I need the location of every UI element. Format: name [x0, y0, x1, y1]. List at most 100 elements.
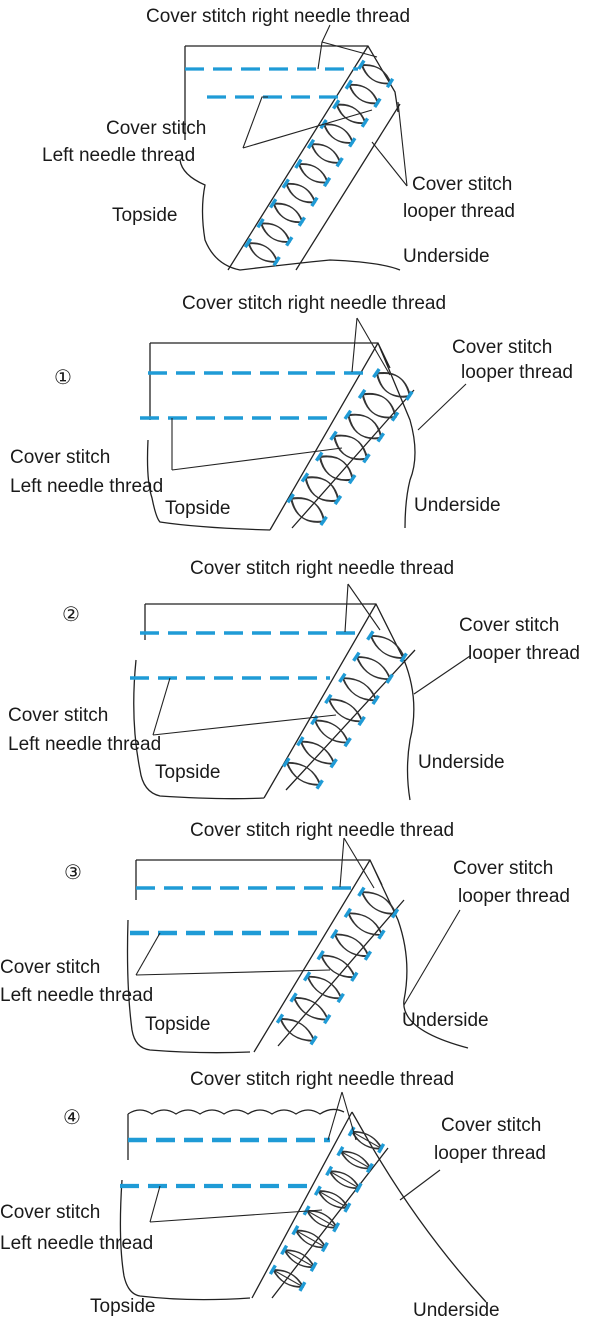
needle-stitch [272, 256, 281, 267]
needle-stitch [357, 388, 367, 400]
needle-stitch [335, 157, 344, 168]
needle-stitch [366, 630, 375, 641]
looper-loop [307, 976, 343, 1000]
needle-stitch [357, 886, 366, 897]
label-left-needle-2: Left needle thread [42, 145, 195, 166]
needle-stitch [296, 736, 305, 747]
label-topside: Topside [155, 762, 221, 783]
label-right-needle: Cover stitch right needle thread [190, 1069, 454, 1090]
needle-stitch [352, 651, 361, 662]
needle-stitch [268, 1264, 277, 1275]
needle-stitch [294, 158, 303, 169]
panel-number: ④ [63, 1107, 81, 1129]
needle-stitch [377, 1143, 386, 1154]
leader-right-needle-2 [347, 583, 381, 631]
label-left-needle-2: Left needle thread [0, 985, 153, 1006]
needle-stitch [297, 216, 306, 227]
needle-stitch [291, 1225, 300, 1236]
leader-looper [397, 101, 408, 187]
leader-right-needle-2 [356, 317, 391, 376]
panel-number: ① [54, 367, 72, 389]
leader-looper [403, 909, 461, 1006]
label-left-needle-2: Left needle thread [10, 476, 163, 497]
needle-stitch [300, 472, 310, 483]
label-underside: Underside [414, 495, 501, 516]
leader-looper [399, 1169, 441, 1201]
leader-right-needle [351, 317, 358, 373]
label-topside: Topside [165, 498, 231, 519]
needle-stitch [332, 1222, 341, 1233]
needle-stitch [315, 779, 324, 790]
looper-loop [300, 741, 336, 765]
leader-left-needle-2 [149, 1209, 323, 1223]
needle-stitch [286, 493, 295, 504]
fabric-outline [133, 603, 416, 801]
needle-stitch [298, 1281, 307, 1292]
needle-stitch [385, 673, 394, 684]
stitch-chain [286, 368, 414, 526]
needle-stitch [275, 1013, 285, 1024]
needle-stitch [357, 715, 366, 727]
label-looper-1: Cover stitch [453, 858, 553, 879]
needle-stitch [332, 99, 341, 110]
needle-stitch [256, 218, 265, 229]
panel-0: Cover stitch right needle thread Cover s… [42, 6, 515, 271]
label-looper-1: Cover stitch [412, 174, 512, 195]
needle-stitch [336, 992, 345, 1004]
looper-loop [356, 656, 392, 681]
needle-stitch [390, 411, 400, 422]
looper-crossbar [328, 1170, 359, 1189]
leader-left-needle [242, 96, 268, 149]
looper-crossbar [340, 1150, 371, 1169]
needle-stitch [280, 1244, 289, 1256]
fabric-outline [179, 45, 401, 271]
needle-stitch [343, 1202, 352, 1213]
needle-stitch [348, 137, 357, 148]
needle-stitch [377, 929, 386, 940]
panel-2: ② Cover stitch right needle thread Cover… [8, 558, 580, 801]
looper-crossbar [351, 1130, 382, 1149]
looper-loop [348, 913, 384, 936]
panel-3: ③ Cover stitch right needle thread Cover… [0, 820, 570, 1054]
needle-stitch [336, 1146, 345, 1157]
label-topside: Topside [145, 1014, 211, 1035]
leader-looper [413, 655, 471, 695]
needle-stitch [373, 97, 382, 108]
label-underside: Underside [418, 752, 505, 773]
needle-stitch [285, 236, 294, 247]
label-looper-2: looper thread [434, 1143, 546, 1164]
label-topside: Topside [112, 205, 178, 226]
needle-stitch [309, 1261, 318, 1272]
stitch-chain [275, 886, 400, 1046]
needle-stitch [310, 196, 319, 207]
stitch-chain [282, 630, 408, 790]
label-left-needle-1: Cover stitch [8, 705, 108, 726]
looper-crossbar [306, 1209, 337, 1228]
needle-stitch [302, 971, 312, 982]
leader-left-needle-2 [171, 447, 343, 471]
leader-looper-2 [371, 141, 408, 187]
needle-stitch [306, 138, 316, 150]
stitch-chain [243, 59, 395, 267]
leader-right-needle [327, 1091, 343, 1141]
needle-stitch [399, 652, 408, 663]
stitch-chain [268, 1126, 386, 1292]
leader-right-needle-2 [321, 41, 378, 58]
label-underside: Underside [402, 1010, 489, 1031]
needle-stitch [333, 494, 343, 506]
label-underside: Underside [413, 1300, 500, 1321]
needle-stitch [282, 757, 291, 768]
label-looper-2: looper thread [461, 362, 573, 383]
fabric-outline [119, 1108, 487, 1303]
label-left-needle-1: Cover stitch [10, 447, 110, 468]
needle-stitch [390, 908, 400, 919]
leader-left-needle-2 [242, 109, 373, 149]
leader-right-needle [339, 837, 345, 888]
label-right-needle: Cover stitch right needle thread [190, 820, 454, 841]
looper-crossbar [317, 1190, 348, 1209]
needle-stitch [302, 1205, 311, 1216]
looper-crossbar [272, 1269, 303, 1288]
looper-loop [280, 1018, 316, 1042]
label-left-needle-1: Cover stitch [106, 118, 206, 139]
needle-stitch [281, 178, 290, 189]
